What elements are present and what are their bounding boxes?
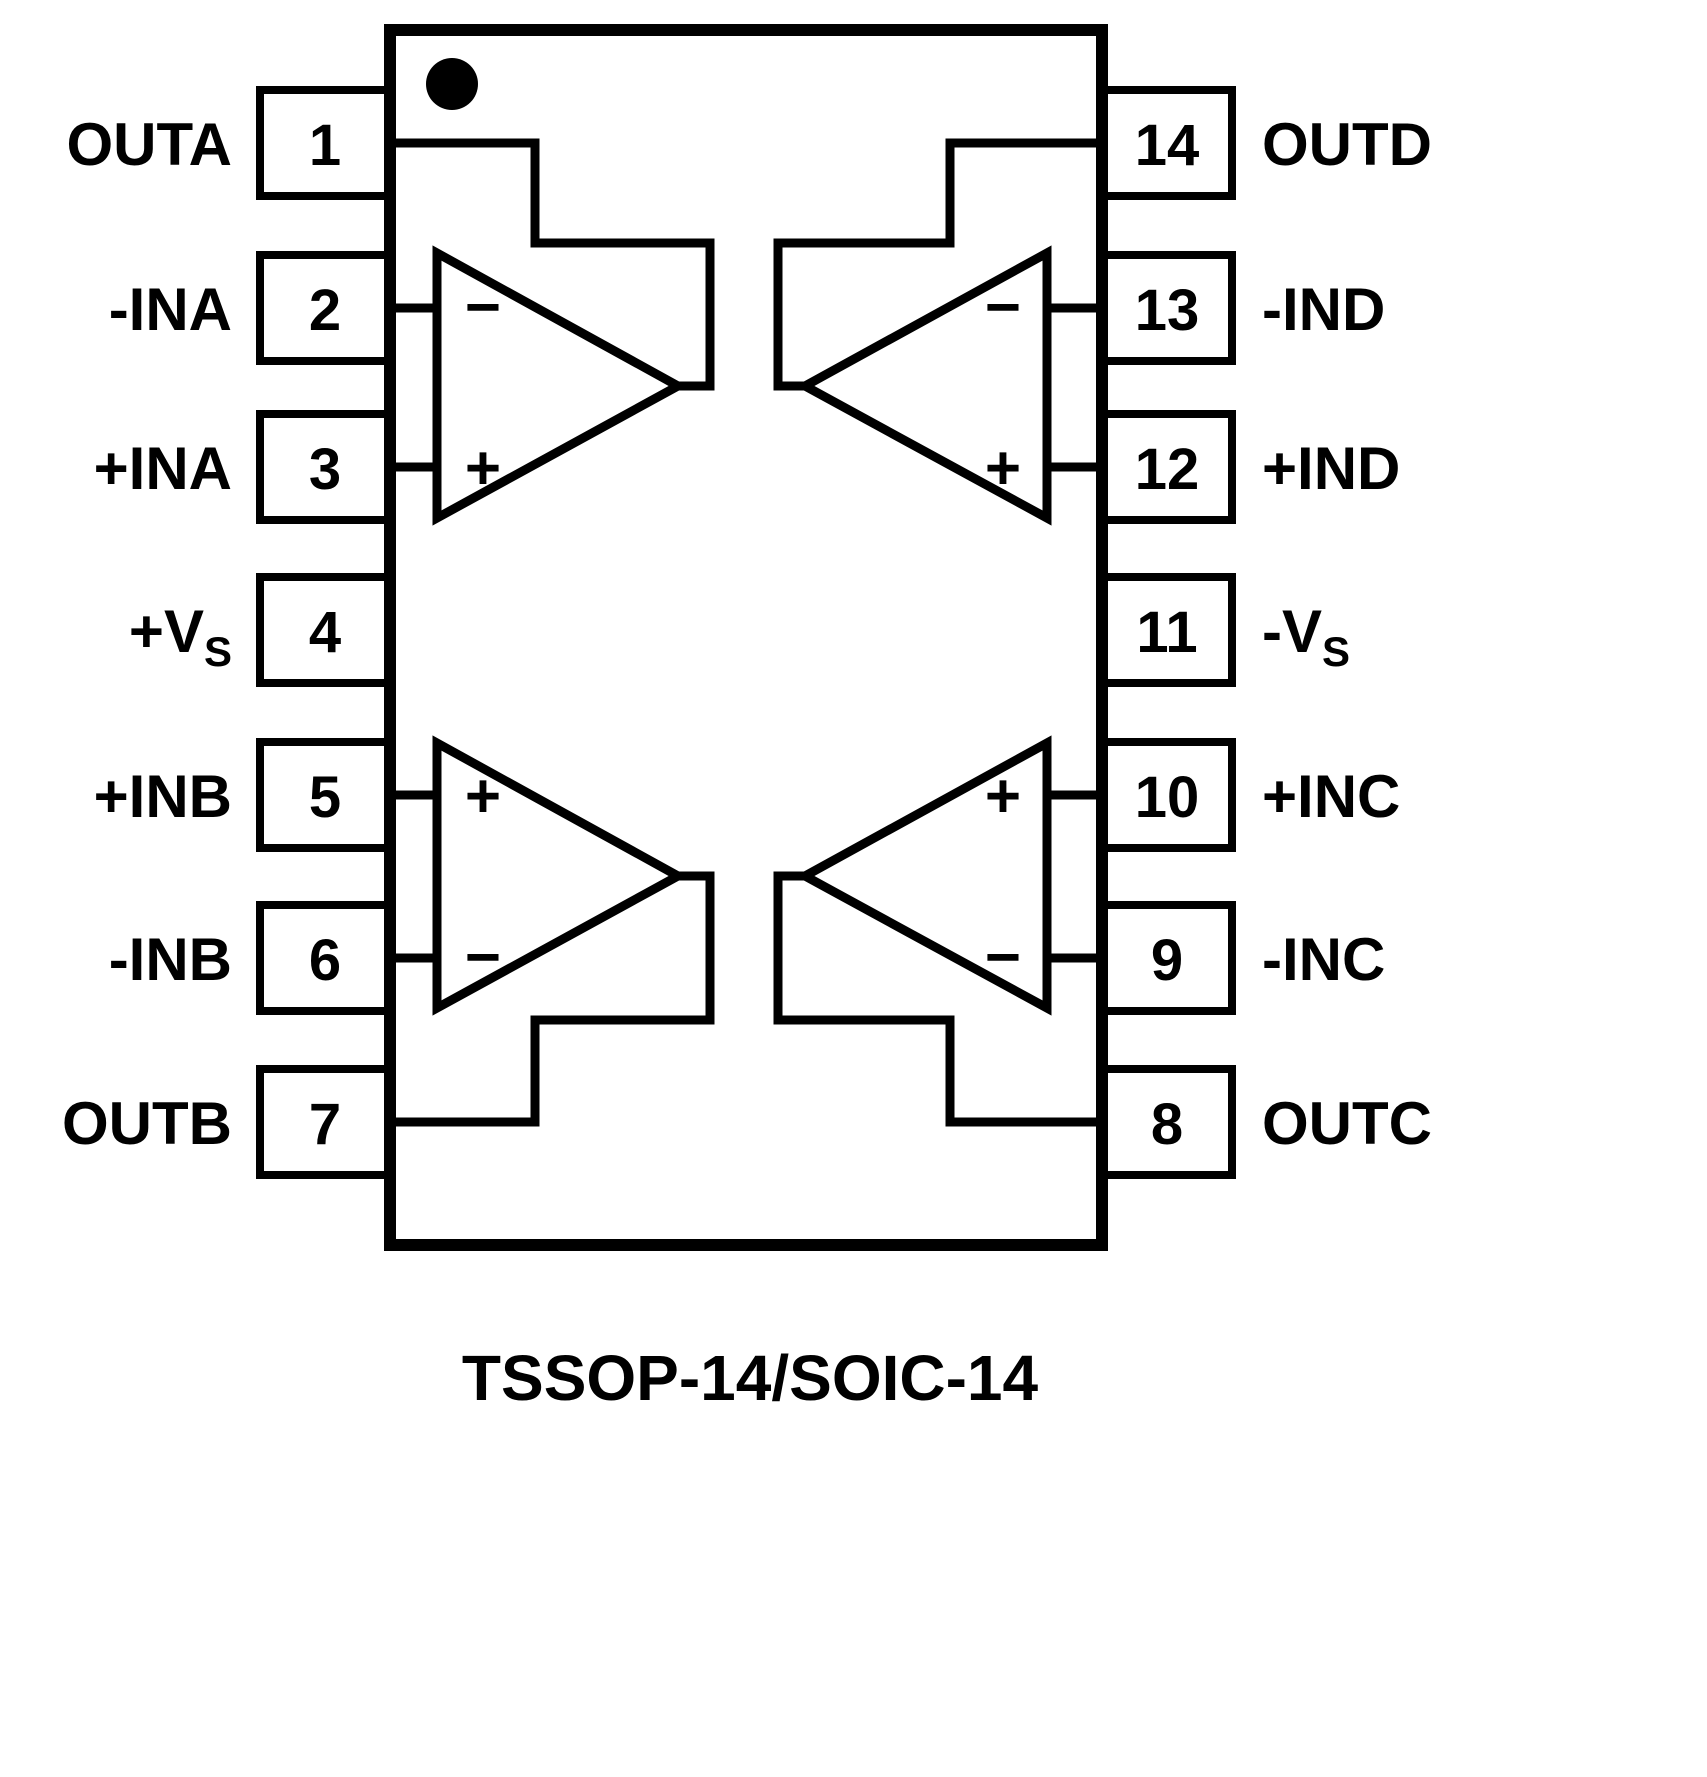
pin-label-outd: OUTD	[1262, 111, 1432, 178]
left-pins: 1 2 3 4 5 6 7	[256, 86, 394, 1179]
pin-label-n-ina: -INA	[109, 276, 232, 343]
package-caption: TSSOP-14/SOIC-14	[462, 1342, 1039, 1414]
pin-label-sub: S	[1322, 628, 1350, 675]
pin-label-main: +INB	[94, 763, 232, 830]
pin-label-main: +INC	[1262, 763, 1400, 830]
opamp-d-output-wire	[773, 138, 1102, 391]
right-pins: 14 13 12 11 10 9 8	[1098, 86, 1236, 1179]
pin-label-main: OUTC	[1262, 1090, 1432, 1157]
opamp-b-plus-sign: +	[465, 762, 501, 831]
opamp-c-minus-sign: −	[985, 923, 1021, 992]
opamp-c-plus-sign: +	[985, 762, 1021, 831]
pin-label-p-ind: +IND	[1262, 435, 1400, 502]
pin-number-5: 5	[309, 765, 341, 830]
pin-number-12: 12	[1135, 437, 1200, 502]
pin-label-n-ind: -IND	[1262, 276, 1385, 343]
pin-number-14: 14	[1135, 113, 1200, 178]
opamp-a-output-wire	[390, 138, 715, 391]
pin-label-outb: OUTB	[62, 1090, 232, 1157]
opamp-a-triangle	[432, 245, 688, 526]
pin1-indicator-dot	[426, 58, 478, 110]
opamp-a: − +	[390, 138, 715, 526]
pin-label-main: +IND	[1262, 435, 1400, 502]
pin-label-n-vs: -VS	[1262, 598, 1350, 675]
pin-label-main: OUTB	[62, 1090, 232, 1157]
pin-number-9: 9	[1151, 928, 1183, 993]
pin-label-outc: OUTC	[1262, 1090, 1432, 1157]
pin-label-main: OUTA	[66, 111, 232, 178]
pin-label-main: +INA	[94, 435, 232, 502]
pin-label-sub: S	[204, 628, 232, 675]
pin-number-11: 11	[1136, 600, 1197, 665]
pin-label-p-vs: +VS	[129, 598, 232, 675]
opamp-c-triangle	[795, 735, 1052, 1016]
pin-label-outa: OUTA	[66, 111, 232, 178]
pin-number-10: 10	[1135, 765, 1200, 830]
pin-label-main: +V	[129, 598, 204, 665]
pin-box-4	[256, 573, 394, 687]
pin-label-main: -INA	[109, 276, 232, 343]
pin-box-11	[1098, 573, 1236, 687]
pin-label-main: -V	[1262, 598, 1322, 665]
pin-number-4: 4	[309, 600, 341, 665]
pin-label-p-inb: +INB	[94, 763, 232, 830]
pin-number-13: 13	[1135, 278, 1200, 343]
pin-number-2: 2	[309, 278, 341, 343]
opamp-a-plus-sign: +	[465, 434, 501, 503]
pin-label-main: -INC	[1262, 926, 1385, 993]
opamp-c-output-wire	[773, 871, 1102, 1127]
opamp-b: + −	[390, 735, 715, 1127]
right-pin-labels: OUTD -IND +IND -VS +INC -INC OUTC	[1262, 111, 1432, 1157]
pin-number-1: 1	[309, 113, 341, 178]
opamp-c: + −	[773, 735, 1102, 1127]
pin-label-n-inc: -INC	[1262, 926, 1385, 993]
opamp-d-triangle	[795, 245, 1052, 526]
pin-label-p-inc: +INC	[1262, 763, 1400, 830]
pin-number-3: 3	[309, 437, 341, 502]
opamp-a-minus-sign: −	[465, 273, 501, 342]
opamp-b-output-wire	[390, 871, 715, 1127]
left-pin-labels: OUTA -INA +INA +VS +INB -INB OUTB	[62, 111, 232, 1157]
pin-number-7: 7	[309, 1092, 341, 1157]
pin-label-p-ina: +INA	[94, 435, 232, 502]
ic-body	[384, 24, 1108, 1251]
pin-number-8: 8	[1151, 1092, 1183, 1157]
pin-label-n-inb: -INB	[109, 926, 232, 993]
opamp-d-minus-sign: −	[985, 273, 1021, 342]
pin-label-main: -IND	[1262, 276, 1385, 343]
opamp-d-plus-sign: +	[985, 434, 1021, 503]
opamp-d: − +	[773, 138, 1102, 526]
opamp-b-minus-sign: −	[465, 923, 501, 992]
pin-label-main: OUTD	[1262, 111, 1432, 178]
opamp-b-triangle	[432, 735, 688, 1016]
pin-label-main: -INB	[109, 926, 232, 993]
pin-number-6: 6	[309, 928, 341, 993]
